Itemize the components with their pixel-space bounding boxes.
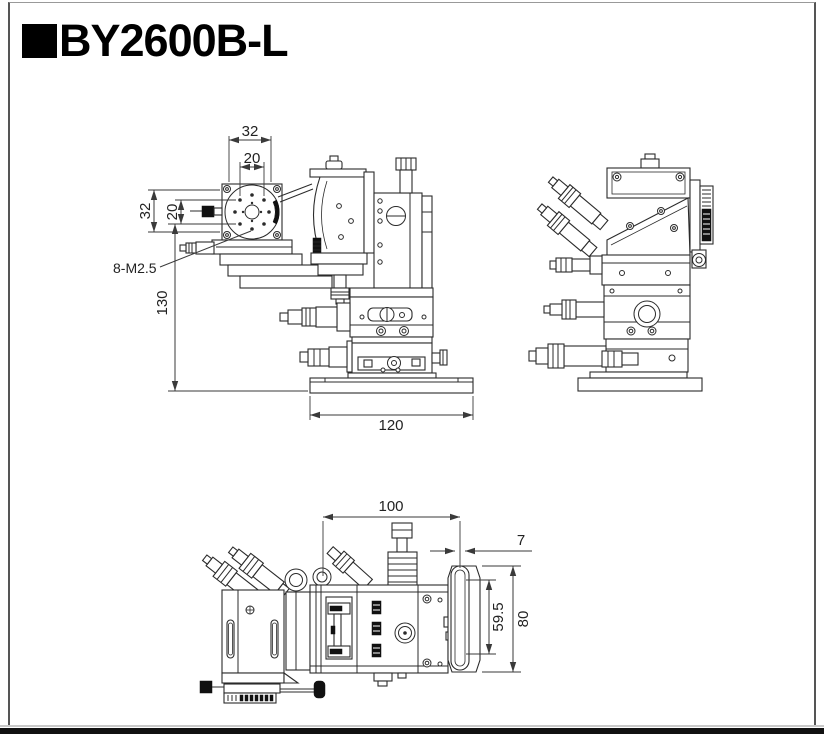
rotary-stage: [190, 183, 314, 241]
side-view: [528, 153, 714, 392]
rotary-clamp-stack: [211, 239, 333, 289]
side-top-block: [606, 153, 691, 199]
dim-text-120: 120: [378, 417, 403, 434]
tilt-link-rod: [277, 183, 314, 203]
side-vernier-strip: [689, 179, 714, 269]
callout-text-8-m2-5: 8-M2.5: [113, 260, 157, 276]
bottom-vertical-micrometer: [387, 522, 418, 591]
side-angled-micrometer-2: [536, 203, 598, 258]
bottom-slot-bracket: [447, 565, 481, 673]
goniometer-arc: [309, 155, 368, 276]
bottom-view: 100 7 59.5 80: [199, 498, 532, 704]
dimension-hole-spacing-h: 20: [239, 150, 265, 196]
side-angled-micrometer-1: [547, 176, 609, 231]
dimension-overall-height: 130: [154, 223, 308, 392]
rotary-lock-knob: [201, 205, 215, 218]
bottom-angled-micrometer-3: [326, 545, 374, 590]
dimension-base-width: 120: [309, 396, 474, 434]
xy-lower-stage: [347, 336, 437, 379]
x-micrometer-upper: [279, 302, 351, 332]
xy-upper-stage: [349, 287, 434, 338]
arc-mount-column: [363, 171, 433, 289]
dimension-platform-width: 32: [228, 123, 272, 182]
dimension-body-width: 100: [322, 498, 461, 576]
side-xy-micrometer: [543, 299, 605, 320]
bottom-central-block: [309, 584, 452, 687]
front-view: 32 20 32 20 8-M2.5: [113, 123, 474, 434]
side-base-plate: [577, 371, 703, 392]
base-plate: [309, 377, 474, 394]
side-mid-block: [601, 254, 691, 286]
title-square-marker: [22, 23, 57, 58]
page-title: BY2600B-L: [59, 15, 289, 66]
dim-text-20-left: 20: [164, 204, 181, 221]
arc-micrometer-down: [330, 274, 350, 305]
y-micrometer-lower: [299, 340, 353, 373]
side-adjust-knob: [431, 349, 448, 366]
bottom-connector-panel: [285, 591, 311, 671]
dim-text-7: 7: [517, 532, 525, 549]
bottom-left-assembly: [221, 589, 285, 674]
side-xy-block: [603, 284, 691, 340]
worm-gear-contact: [272, 199, 280, 225]
footer-black-bar: [0, 728, 824, 734]
mounting-holes: [233, 193, 271, 231]
dim-text-59-5: 59.5: [490, 602, 507, 631]
dim-text-80: 80: [515, 611, 532, 628]
side-lower-micrometer: [528, 343, 639, 369]
dim-text-130: 130: [154, 290, 171, 315]
dimension-slot-width: 7: [430, 532, 532, 555]
bottom-ruler-stage: [199, 671, 326, 704]
dimension-overall-depth: 80: [482, 565, 532, 673]
dim-text-32-top: 32: [242, 123, 259, 140]
dim-text-32-left: 32: [137, 203, 154, 220]
side-wedge-plate: [606, 197, 691, 256]
dimension-slot-length: 59.5: [466, 579, 507, 655]
side-mid-micrometer: [549, 255, 603, 275]
title-block: BY2600B-L: [22, 15, 289, 66]
footer-separator-line: [0, 725, 824, 727]
dim-text-100: 100: [378, 498, 403, 515]
z-micrometer-top: [395, 157, 417, 194]
dim-text-20-top: 20: [244, 150, 261, 167]
dimension-platform-height: 32: [137, 189, 220, 233]
